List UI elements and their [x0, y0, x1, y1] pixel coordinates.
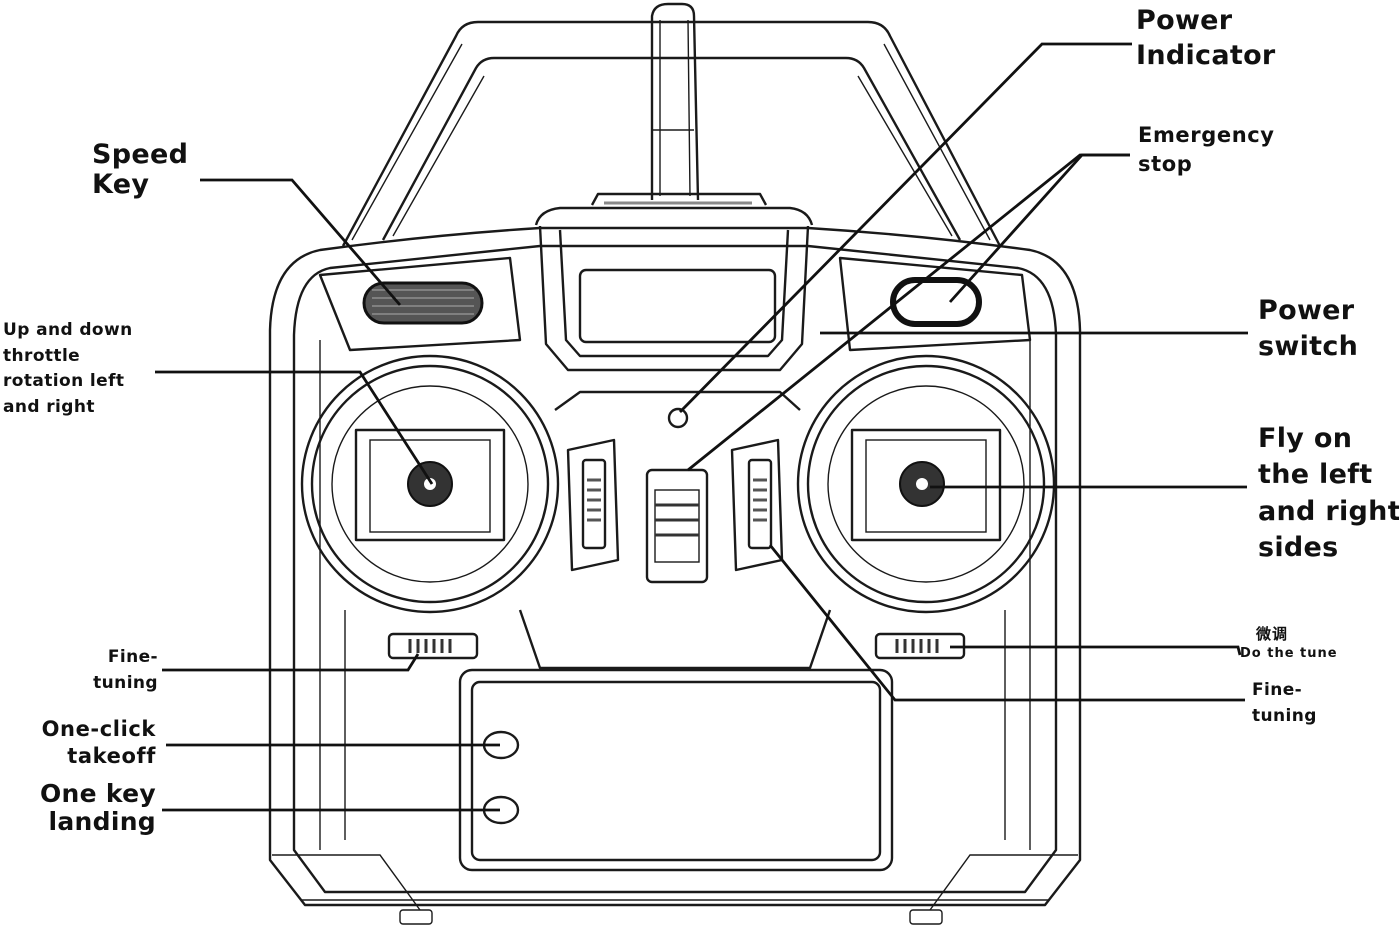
label-line: and right — [1258, 495, 1399, 527]
antenna — [650, 2, 700, 201]
power-switch-label: Power switch — [1258, 293, 1358, 366]
center-panel — [518, 225, 832, 670]
left-vertical-trim[interactable] — [566, 438, 620, 572]
label-line: Fine- — [1252, 680, 1303, 700]
emergency-stop-label: Emergency stop — [1138, 121, 1275, 180]
label-line: throttle — [3, 345, 81, 366]
leader-do-the-tune — [950, 645, 1242, 656]
emergency-stop-button[interactable] — [838, 256, 1032, 352]
label-line: One-click — [41, 717, 156, 741]
label-line: the left — [1258, 459, 1373, 491]
top-bump — [534, 192, 814, 226]
leader-fine-tuning-left — [162, 653, 420, 672]
power-indicator-led — [667, 407, 689, 429]
carry-handle — [341, 20, 1002, 247]
label-line: Indicator — [1136, 40, 1276, 72]
label-line: Key — [92, 169, 150, 201]
label-line: tuning — [93, 673, 158, 694]
display-screen — [578, 268, 777, 344]
one-click-takeoff-label: One-click takeoff — [42, 716, 156, 771]
label-line: Emergency — [1138, 123, 1275, 147]
throttle-label: Up and down throttle rotation left and r… — [3, 318, 133, 420]
label-line: One key — [39, 779, 156, 808]
power-indicator-label: Power Indicator — [1136, 3, 1276, 73]
leader-fine-tuning-right — [768, 544, 1245, 702]
power-switch[interactable] — [645, 468, 709, 584]
label-line: Up and down — [3, 320, 133, 340]
fly-sides-label: Fly on the left and right sides — [1258, 421, 1399, 567]
left-fine-tuning-trim[interactable] — [387, 632, 479, 660]
bottom-panel — [458, 668, 894, 872]
left-stick[interactable] — [300, 354, 560, 614]
label-line: switch — [1258, 331, 1359, 363]
label-line: Power — [1258, 295, 1355, 326]
label-line: sides — [1258, 532, 1339, 564]
right-stick[interactable] — [796, 354, 1056, 614]
leader-emergency-stop — [948, 153, 1130, 303]
label-line: Fine- — [107, 647, 158, 667]
fine-tuning-left-label: Fine- tuning — [93, 644, 158, 697]
fine-tuning-right-label: Fine- tuning — [1252, 677, 1317, 730]
label-line: tuning — [1252, 706, 1317, 727]
label-line: Power — [1136, 5, 1233, 36]
leader-speed-key — [200, 178, 402, 306]
controller-body — [268, 226, 1082, 925]
do-the-tune-label: Do the tune — [1240, 646, 1338, 661]
speed-key-button[interactable] — [318, 256, 522, 352]
one-key-landing-label: One key landing — [40, 780, 156, 836]
speed-key-label: Speed Key — [92, 139, 189, 201]
tune-cn-label: 微调 — [1256, 625, 1289, 643]
label-line: Fly on — [1258, 423, 1353, 454]
leader-power-indicator — [679, 42, 1132, 413]
label-line: Speed — [92, 139, 189, 170]
label-line: takeoff — [67, 744, 156, 769]
label-line: stop — [1138, 152, 1193, 177]
leader-throttle — [155, 370, 434, 485]
label-line: and right — [3, 396, 95, 417]
label-line: landing — [48, 807, 156, 836]
label-line: rotation left — [3, 371, 125, 391]
